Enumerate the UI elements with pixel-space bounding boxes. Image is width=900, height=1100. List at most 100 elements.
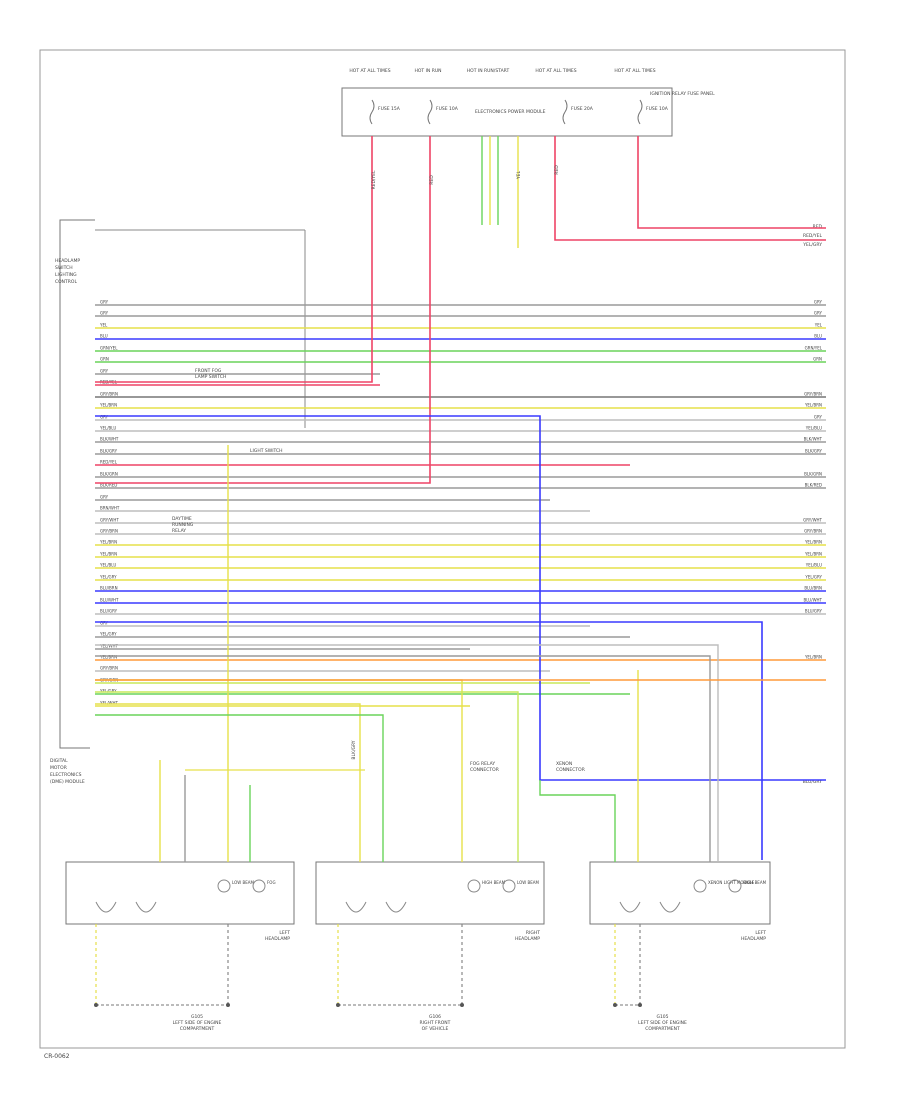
left-module-title: LIGHTING (55, 272, 77, 278)
bulb-label: LOW BEAM (232, 880, 254, 885)
fuse-label: FUSE 10A (646, 106, 669, 112)
wire-label-left: YEL/BLU (99, 563, 116, 568)
top-right-label: RED (813, 224, 823, 230)
wire-label-left: YEL (99, 323, 108, 328)
bulb-label: HIGH BEAM (482, 880, 506, 885)
ground-label: G105 (191, 1014, 203, 1020)
wire-label-left: GRY (100, 415, 109, 420)
mid-wire-label: BLK/GRY (351, 740, 357, 759)
fuse-symbol (562, 99, 568, 125)
wire-label-left: BLU/WHT (100, 598, 119, 603)
fuse-header: HOT AT ALL TIMES (614, 68, 655, 74)
wire-label-right: YEL/GRY (804, 575, 822, 580)
fuse-box (341, 87, 673, 137)
left-module-title: SWITCH (55, 265, 73, 271)
bulb-label: FOG (267, 880, 276, 885)
vertical-wire-label: YEL (516, 170, 522, 180)
wire-label-right: BLU/BRN (804, 586, 822, 591)
wire-label-right: GRN (813, 357, 822, 362)
wire-label-left: RED/YEL (100, 460, 118, 465)
relay-coil (345, 901, 407, 913)
wire-label-left: GRY (100, 369, 109, 374)
ground-source-label: FRONT FOG (195, 368, 222, 374)
wire-label-right: BLU/GRY (805, 609, 823, 614)
ground-node (94, 1003, 98, 1007)
bulb-label: HIGH BEAM (743, 880, 767, 885)
wire-label-left: GRY/WHT (100, 518, 119, 523)
fog-relay-label: FOG RELAY (470, 761, 495, 767)
lamp-name: HEADLAMP (265, 936, 290, 942)
fuse-label: FUSE 15A (378, 106, 401, 112)
ground-node (638, 1003, 642, 1007)
ground-node (336, 1003, 340, 1007)
wire-label-right: YEL (814, 323, 823, 328)
left-module-bottom: (DME) MODULE (50, 779, 85, 785)
wire-label-left: YEL/WHT (99, 644, 119, 649)
wire-label-left: GRN/YEL (100, 346, 118, 351)
ground-source-label: LAMP SWITCH (195, 374, 226, 380)
wire-label-left: BLK/WHT (100, 437, 119, 442)
wire-label-left: GRY/BRN (100, 666, 118, 671)
left-module-bottom: ELECTRONICS (50, 772, 82, 778)
footer-code: CR-0062 (44, 1053, 70, 1060)
lamp-name: LEFT (279, 930, 290, 936)
xenon-label: CONNECTOR (556, 767, 585, 773)
wire-label-left: YEL/BLU (99, 426, 116, 431)
wire-label-left: GRY (100, 621, 109, 626)
wire-label-right: YEL/BLU (805, 563, 822, 568)
ground-label: COMPARTMENT (645, 1026, 680, 1032)
bulb-symbol (693, 879, 707, 893)
relay-coil (95, 901, 157, 913)
wire-label-left: YEL/BRN (99, 655, 117, 660)
ground-source-label: LIGHT SWITCH (250, 448, 283, 454)
lamp-wire (95, 691, 519, 862)
ground-source-label: RUNNING (172, 522, 194, 528)
wire-label-right: GRY/BRN (804, 392, 822, 397)
bulb-label: LOW BEAM (517, 880, 539, 885)
left-module-title: CONTROL (55, 279, 77, 285)
lamp-name: HEADLAMP (515, 936, 540, 942)
wire-label-right: GRY (814, 311, 823, 316)
top-right-label: YEL/GRY (802, 242, 822, 248)
wire-label-right: BLK/RED (805, 483, 822, 488)
bulb-symbol (502, 879, 516, 893)
fuse-wire-red-4 (637, 136, 826, 229)
wire-label-left: BRN/WHT (100, 506, 120, 511)
wire-label-left: BLU/BRN (100, 586, 118, 591)
ground-node (460, 1003, 464, 1007)
blue-long-wire (95, 415, 826, 781)
ground-label: G105 (656, 1014, 668, 1020)
fuse-box-center-label: ELECTRONICS POWER MODULE (475, 109, 546, 115)
wire-label-right: YEL/BRN (804, 552, 822, 557)
ground-source-label: DAYTIME (172, 516, 192, 522)
ground-label: LEFT SIDE OF ENGINE (638, 1020, 687, 1026)
lamp-assembly (315, 861, 545, 925)
wire-label-left: GRY (100, 300, 109, 305)
vertical-wire-label: RED (429, 175, 435, 185)
left-module-bottom: MOTOR (50, 765, 67, 771)
wire-label-left: BLK/RED (100, 483, 117, 488)
fuse-header: HOT AT ALL TIMES (349, 68, 390, 74)
wire-label-right: BLK/WHT (804, 437, 823, 442)
wire-label-left: GRY (100, 495, 109, 500)
fuse-label: FUSE 20A (571, 106, 594, 112)
lamp-wire (95, 679, 463, 862)
wire-label-right: YEL/BLU (805, 426, 822, 431)
lamp-wire (539, 780, 616, 862)
ground-node (613, 1003, 617, 1007)
ground-label: COMPARTMENT (180, 1026, 215, 1032)
lamp-name: RIGHT (526, 930, 540, 936)
wire-label-right: YEL/BRN (804, 540, 822, 545)
lamp-name: HEADLAMP (741, 936, 766, 942)
left-module-bracket (59, 219, 95, 749)
ground-label: G106 (429, 1014, 441, 1020)
wire-label-right: GRY (814, 415, 823, 420)
wire-label-left: YEL/BRN (99, 403, 117, 408)
lamp-wire (95, 644, 719, 862)
wire-label-left: GRN (100, 357, 109, 362)
ground-label: OF VEHICLE (422, 1026, 449, 1032)
wire-label-left: GRY/BRN (100, 529, 118, 534)
wire-label-left: GRY/BRN (100, 392, 118, 397)
